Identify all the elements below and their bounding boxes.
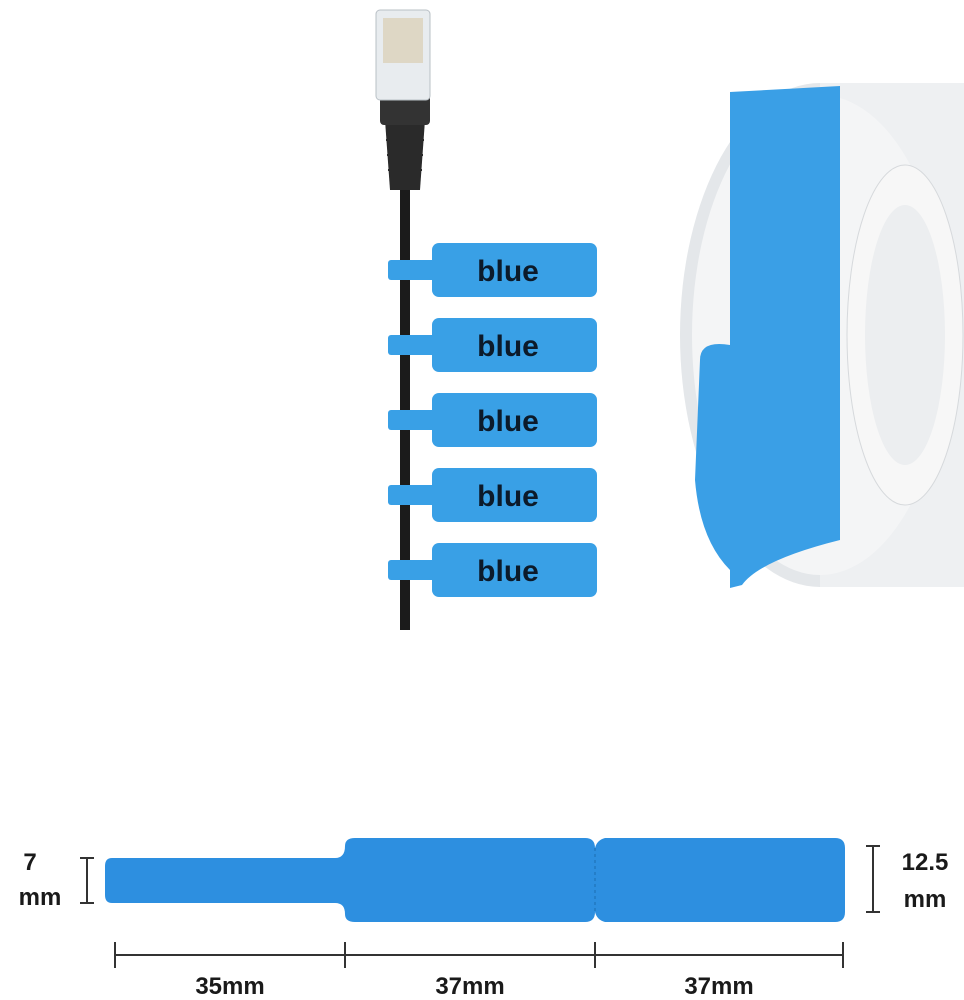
tail-height-value: 7: [23, 849, 36, 876]
tag-body: [432, 393, 597, 447]
cable-tag: blue: [388, 243, 597, 297]
cable-tag: blue: [388, 318, 597, 372]
tail-height-unit: mm: [19, 884, 62, 911]
label-roll: [680, 83, 964, 588]
segment-length-body-1: 37mm: [435, 973, 504, 1000]
tag-body: [432, 468, 597, 522]
tag-tail: [388, 410, 438, 430]
segment-length-tail: 35mm: [195, 973, 264, 1000]
cable-tag: blue: [388, 393, 597, 447]
tag-body: [432, 543, 597, 597]
cable-tag: blue: [388, 543, 597, 597]
tag-text: blue: [477, 405, 539, 438]
tag-tail: [388, 335, 438, 355]
tag-body: [432, 243, 597, 297]
tag-body: [432, 318, 597, 372]
tag-text: blue: [477, 480, 539, 513]
tag-text: blue: [477, 555, 539, 588]
ethernet-cable: [375, 9, 431, 630]
label-strip: [105, 838, 845, 922]
tag-text: blue: [477, 330, 539, 363]
segment-length-body-2: 37mm: [684, 973, 753, 1000]
tag-tail: [388, 485, 438, 505]
tag-text: blue: [477, 255, 539, 288]
tag-tail: [388, 260, 438, 280]
body-height-unit: mm: [904, 886, 947, 913]
body-height-value: 12.5: [902, 849, 949, 876]
dimension-lines: [80, 845, 880, 968]
tag-tail: [388, 560, 438, 580]
cable-tag: blue: [388, 468, 597, 522]
